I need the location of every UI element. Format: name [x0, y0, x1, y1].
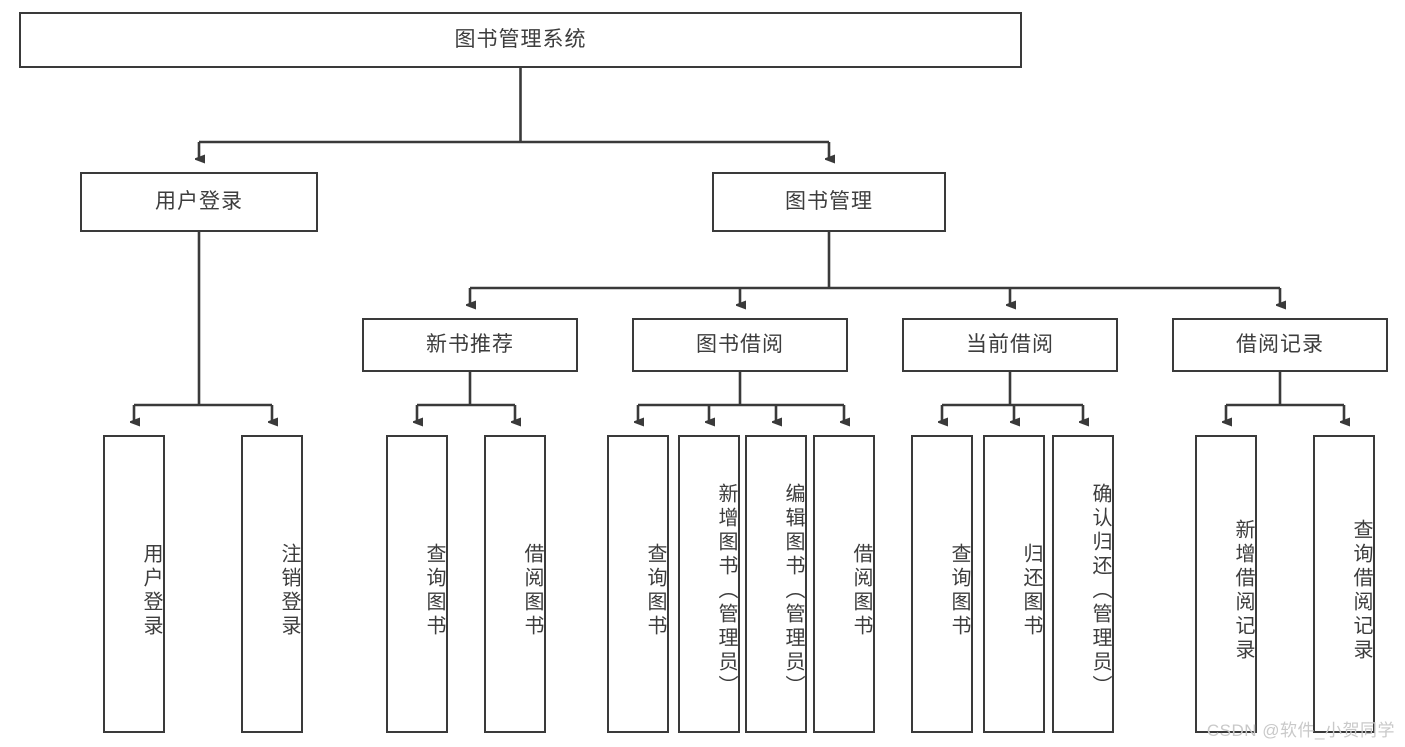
node-label: 新增借阅记录 — [1232, 519, 1254, 663]
node-bookmgmt[interactable]: 图书管理 — [712, 172, 946, 232]
node-label: 查询借阅记录 — [1350, 519, 1372, 663]
node-label: 编辑图书（管理员） — [782, 483, 804, 699]
node-leaf-cur-2[interactable]: 归还图书 — [983, 435, 1045, 733]
node-label: 归还图书 — [1020, 543, 1042, 639]
node-label: 用户登录 — [155, 190, 243, 214]
node-leaf-cur-3[interactable]: 确认归还（管理员） — [1052, 435, 1114, 733]
node-leaf-rec-2[interactable]: 查询借阅记录 — [1313, 435, 1375, 733]
node-label: 图书管理系统 — [454, 28, 587, 52]
node-current[interactable]: 当前借阅 — [902, 318, 1118, 372]
node-login[interactable]: 用户登录 — [80, 172, 318, 232]
node-label: 查询图书 — [423, 543, 445, 639]
node-borrow[interactable]: 图书借阅 — [632, 318, 848, 372]
node-label: 查询图书 — [948, 543, 970, 639]
node-label: 借阅图书 — [850, 543, 872, 639]
node-leaf-borrow-1[interactable]: 查询图书 — [607, 435, 669, 733]
node-label: 当前借阅 — [966, 333, 1054, 357]
node-records[interactable]: 借阅记录 — [1172, 318, 1388, 372]
node-leaf-new-2[interactable]: 借阅图书 — [484, 435, 546, 733]
node-label: 确认归还（管理员） — [1089, 483, 1111, 699]
node-leaf-login-2[interactable]: 注销登录 — [241, 435, 303, 733]
watermark-label: CSDN @软件_小贺同学 — [1206, 721, 1395, 740]
node-newbook[interactable]: 新书推荐 — [362, 318, 578, 372]
node-label: 用户登录 — [140, 543, 162, 639]
node-label: 借阅图书 — [521, 543, 543, 639]
node-leaf-borrow-3[interactable]: 编辑图书（管理员） — [745, 435, 807, 733]
node-root[interactable]: 图书管理系统 — [19, 12, 1022, 68]
node-leaf-cur-1[interactable]: 查询图书 — [911, 435, 973, 733]
node-label: 查询图书 — [644, 543, 666, 639]
node-leaf-borrow-4[interactable]: 借阅图书 — [813, 435, 875, 733]
node-label: 注销登录 — [278, 543, 300, 639]
node-label: 图书管理 — [785, 190, 873, 214]
node-leaf-login-1[interactable]: 用户登录 — [103, 435, 165, 733]
node-leaf-borrow-2[interactable]: 新增图书（管理员） — [678, 435, 740, 733]
node-label: 新书推荐 — [426, 333, 514, 357]
node-label: 借阅记录 — [1236, 333, 1324, 357]
node-label: 图书借阅 — [696, 333, 784, 357]
node-label: 新增图书（管理员） — [715, 483, 737, 699]
node-leaf-new-1[interactable]: 查询图书 — [386, 435, 448, 733]
node-leaf-rec-1[interactable]: 新增借阅记录 — [1195, 435, 1257, 733]
